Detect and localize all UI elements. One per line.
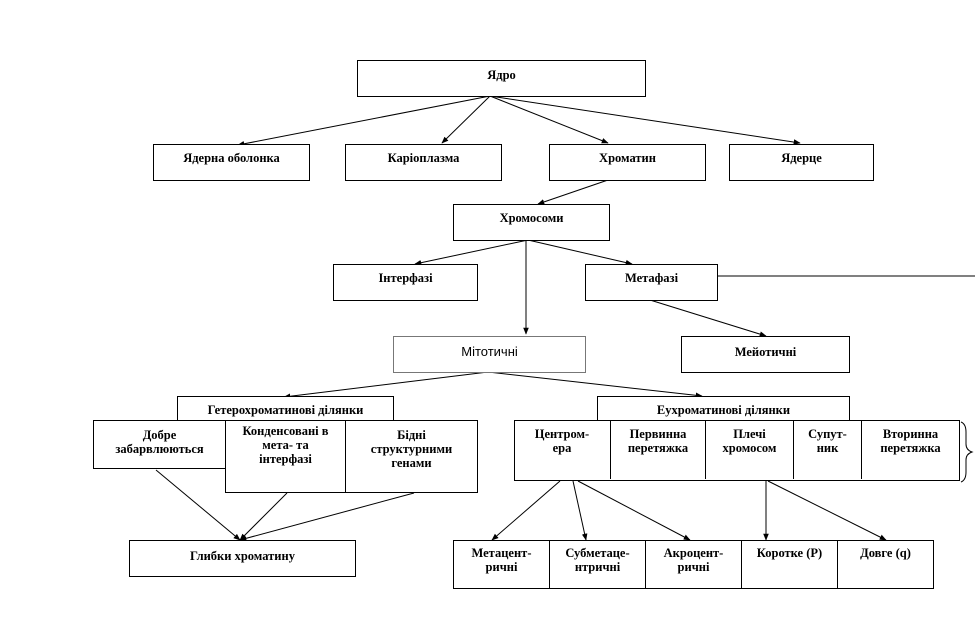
node-hlybky: Глибки хроматину (129, 540, 356, 577)
node-yadertse: Ядерце (729, 144, 874, 181)
arrow-yadro-obolonka (237, 95, 491, 147)
node-karioplazma: Каріоплазма (345, 144, 502, 181)
node-mitotychni: Мітотичні (393, 336, 586, 373)
node-yadro: Ядро (357, 60, 646, 97)
arrow-metafazi-meiotychni (649, 299, 767, 337)
node-meiotychni: Мейотичні (681, 336, 850, 373)
arrow-khromatyn-khromosomy (537, 179, 609, 205)
arrow-tsentromera-metatsentrychni (491, 480, 561, 541)
euchromatin-row (514, 420, 960, 481)
arrow-dobre-hlybky (155, 469, 241, 541)
arrow-khromosomy-interfazi (414, 239, 529, 266)
arrow-yadro-yadertse (489, 95, 801, 145)
node-khromosomy: Хромосоми (453, 204, 610, 241)
node-plechi: Плечі хромосом (705, 421, 793, 479)
node-obolonka: Ядерна оболонка (153, 144, 310, 181)
node-dovhe: Довге (q) (837, 541, 933, 588)
node-kondensovani: Конденсовані в мета- та інтерфазі (225, 420, 346, 493)
node-bidni: Бідні структурними генами (345, 420, 478, 493)
node-vtorynna: Вторинна перетяжка (861, 421, 959, 479)
node-pervynna: Первинна перетяжка (610, 421, 705, 479)
node-interfazi: Інтерфазі (333, 264, 478, 301)
bottom-row (453, 540, 934, 589)
arrow-mitotychni-eukhromatynovi (487, 371, 703, 399)
arrow-bidni-hlybky (239, 492, 415, 542)
arrow-khromosomy-metafazi (527, 239, 633, 266)
arrow-tsentromera-submetatsentrychni (572, 480, 588, 541)
node-tsentromera: Центром- ера (534, 427, 590, 455)
node-dobre: Добре забарвлюються (93, 420, 226, 469)
arrow-yadro-karioplazma (441, 95, 491, 144)
arrow-kondensovani-hlybky (239, 492, 288, 541)
arrow-tsentromera-akrotsentrychni (577, 480, 691, 541)
node-submetatsentrychni: Субметаце- нтричні (549, 541, 645, 588)
node-suputnyk: Супут- ник (793, 421, 861, 479)
node-metafazi: Метафазі (585, 264, 718, 301)
node-metatsentrychni: Метацент- ричні (471, 546, 532, 574)
arrow-plechi-dovhe (767, 480, 887, 541)
node-akrotsentrychni: Акроцент- ричні (645, 541, 741, 588)
brace-right (960, 421, 974, 483)
arrow-mitotychni-geterokhromatynovi (283, 371, 489, 400)
arrow-yadro-khromatyn (489, 95, 609, 144)
node-korotke: Коротке (Р) (741, 541, 837, 588)
node-khromatyn: Хроматин (549, 144, 706, 181)
